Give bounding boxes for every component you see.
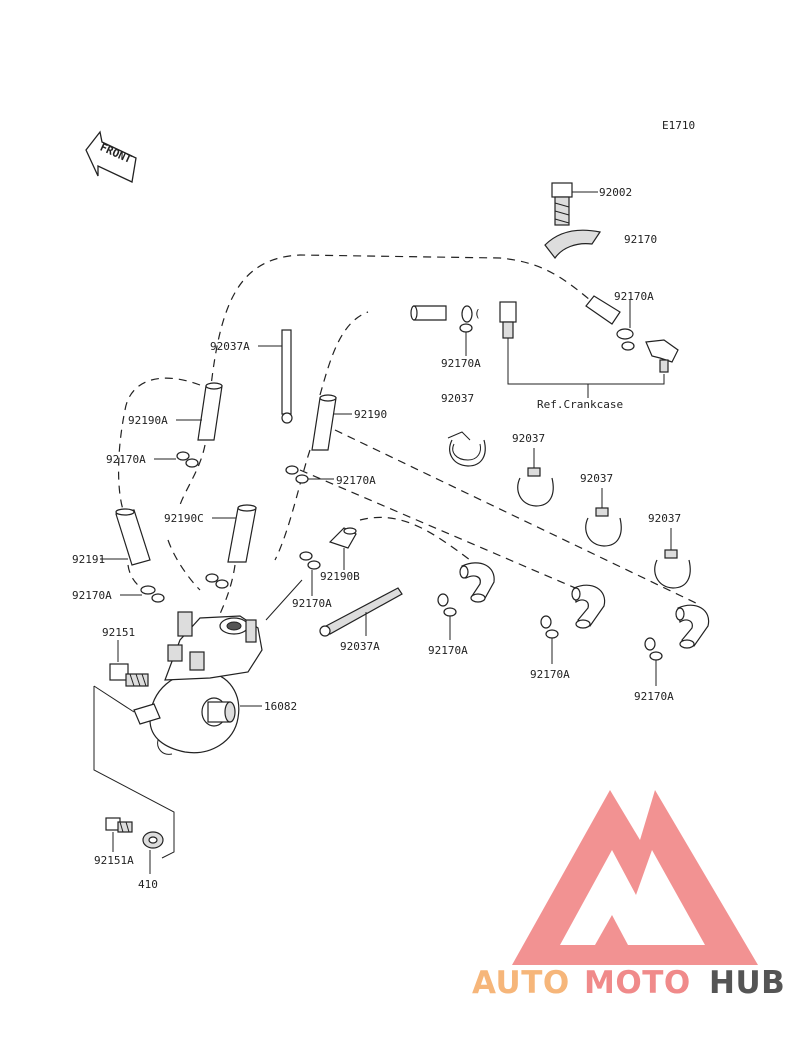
strap-92037A-top [281, 329, 293, 424]
clip-92170A-center [299, 551, 321, 570]
hose-piece-top [410, 305, 447, 321]
label-92170A-b2: 92170A [530, 668, 570, 681]
label-92170A-b1: 92170A [428, 644, 468, 657]
label-92190C: 92190C [164, 512, 204, 525]
automotohub-logo [512, 790, 758, 965]
hose-92190B [328, 527, 357, 549]
elbow-hose-2 [571, 584, 606, 629]
label-92037A-bot: 92037A [340, 640, 380, 653]
clip-92170A-left2 [140, 585, 165, 603]
label-92037-3: 92037 [580, 472, 613, 485]
label-16082: 16082 [264, 700, 297, 713]
label-92002: 92002 [599, 186, 632, 199]
label-92037-1: 92037 [441, 392, 474, 405]
elbow-crankcase [645, 339, 679, 373]
clip-92170A-b3 [644, 637, 663, 661]
band-clamp-1 [447, 431, 486, 467]
label-92170A-r1: 92170A [336, 474, 376, 487]
wordmark-auto: AUTO [472, 965, 570, 1001]
label-92037A-top: 92037A [210, 340, 250, 353]
bolt-92151 [109, 663, 149, 687]
label-92037-2: 92037 [512, 432, 545, 445]
diagram-code: E1710 [662, 119, 695, 132]
bolt-92002 [551, 182, 573, 226]
clip-92170A-right [616, 328, 635, 351]
automotohub-wordmark: AUTO MOTO HUB [472, 965, 785, 1001]
clip-92170A-right1 [285, 465, 309, 484]
label-92191: 92191 [72, 553, 105, 566]
clip-92170A-top-left [459, 305, 473, 333]
strap-92037A-bottom [319, 587, 403, 637]
svg-text:(: ( [474, 307, 481, 320]
label-92037-4: 92037 [648, 512, 681, 525]
ref-crankcase: Ref.Crankcase [537, 398, 623, 411]
label-92190B: 92190B [320, 570, 360, 583]
label-92170A-tl: 92170A [441, 357, 481, 370]
washer-410 [142, 831, 164, 849]
band-clamp-4 [654, 549, 691, 589]
label-92170A-c: 92170A [292, 597, 332, 610]
label-410: 410 [138, 878, 158, 891]
label-92170A-tr: 92170A [614, 290, 654, 303]
label-92170A-l2: 92170A [72, 589, 112, 602]
hose-piece-right [585, 295, 621, 325]
label-92190: 92190 [354, 408, 387, 421]
bolt-92151A [105, 817, 133, 833]
clip-92170A-b1 [437, 593, 457, 617]
label-92170: 92170 [624, 233, 657, 246]
front-arrow-icon: FRONT [85, 130, 137, 183]
band-clamp-2 [517, 467, 554, 507]
hose-92191 [115, 508, 151, 566]
label-92190A: 92190A [128, 414, 168, 427]
label-92170A-l1: 92170A [106, 453, 146, 466]
wordmark-hub: HUB [709, 965, 785, 1001]
elbow-hose-1 [459, 562, 495, 603]
clamp-92170 [544, 229, 601, 260]
label-92170A-b3: 92170A [634, 690, 674, 703]
elbow-hose-3 [675, 604, 710, 649]
label-92151A: 92151A [94, 854, 134, 867]
hose-92190A [197, 382, 223, 441]
fitting-crankcase [499, 301, 517, 339]
hose-92190C [227, 504, 257, 563]
clip-92170A-carb [205, 573, 229, 589]
oil-pump-16082 [133, 611, 263, 755]
hose-92190 [311, 394, 337, 451]
clip-92170A-b2 [540, 615, 559, 639]
clip-92170A-left1 [176, 451, 199, 468]
label-92151: 92151 [102, 626, 135, 639]
wordmark-moto: MOTO [584, 965, 691, 1001]
band-clamp-3 [585, 507, 622, 547]
